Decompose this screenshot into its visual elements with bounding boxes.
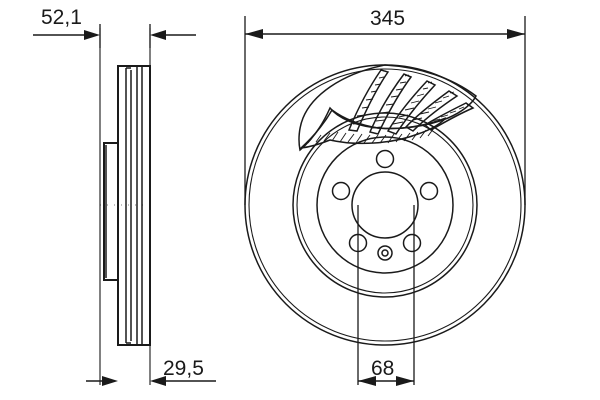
dimension-52-1-arrow-left xyxy=(150,30,166,40)
dimension-68-arrow-right xyxy=(396,376,414,386)
dimension-345-arrow-right xyxy=(507,29,525,39)
vane-1 xyxy=(347,69,390,132)
vane-3 xyxy=(386,80,437,135)
center-pin-hole-inner xyxy=(381,249,389,257)
disc-ring-outer-profile xyxy=(117,65,151,346)
dimension-345-label: 345 xyxy=(370,7,405,30)
hub-shoulder-lines xyxy=(104,142,118,281)
dimension-29-5-arrow-left xyxy=(150,376,166,386)
vane-4 xyxy=(404,90,459,132)
friction-ring-inner-chamfer xyxy=(296,116,474,294)
center-bore-circle xyxy=(351,171,419,239)
dimension-345-arrow-left xyxy=(245,29,263,39)
ring-bottom-notch xyxy=(126,342,138,345)
ring-top-notch xyxy=(126,66,138,69)
dimension-29-5-label: 29,5 xyxy=(163,357,204,380)
vane-hatch-lines xyxy=(307,70,471,144)
dimension-68: 68 xyxy=(357,205,415,386)
side-section-view xyxy=(99,28,151,385)
dimension-52-1-label: 52,1 xyxy=(41,6,82,29)
disc-outer-chamfer-circle xyxy=(248,68,522,342)
friction-ring-inner-circle xyxy=(292,112,478,298)
disc-outer-circle xyxy=(244,64,526,346)
vane-2 xyxy=(368,73,413,135)
cooling-vane-cutaway xyxy=(298,64,477,152)
bolt-hole-3 xyxy=(419,181,439,201)
vane-lower-sweep xyxy=(298,108,447,150)
dimension-52-1: 52,1 xyxy=(33,6,196,48)
dimension-68-label: 68 xyxy=(371,357,394,380)
dimension-29-5: 29,5 xyxy=(86,357,216,386)
dimension-345: 345 xyxy=(244,7,526,205)
bolt-hole-1 xyxy=(375,149,395,169)
dimension-68-arrow-left xyxy=(358,376,376,386)
center-pin-hole-outer xyxy=(377,245,393,261)
bolt-hole-5 xyxy=(402,233,422,253)
vane-cutaway-boundary xyxy=(298,64,477,152)
dimension-52-1-arrow-right xyxy=(84,30,100,40)
dimension-29-5-arrow-right xyxy=(102,376,118,386)
front-face-view xyxy=(244,64,526,346)
hub-flange-circle xyxy=(316,136,454,274)
vane-hatch-group xyxy=(298,69,475,150)
vane-5 xyxy=(423,102,475,131)
bolt-hole-2 xyxy=(331,181,351,201)
